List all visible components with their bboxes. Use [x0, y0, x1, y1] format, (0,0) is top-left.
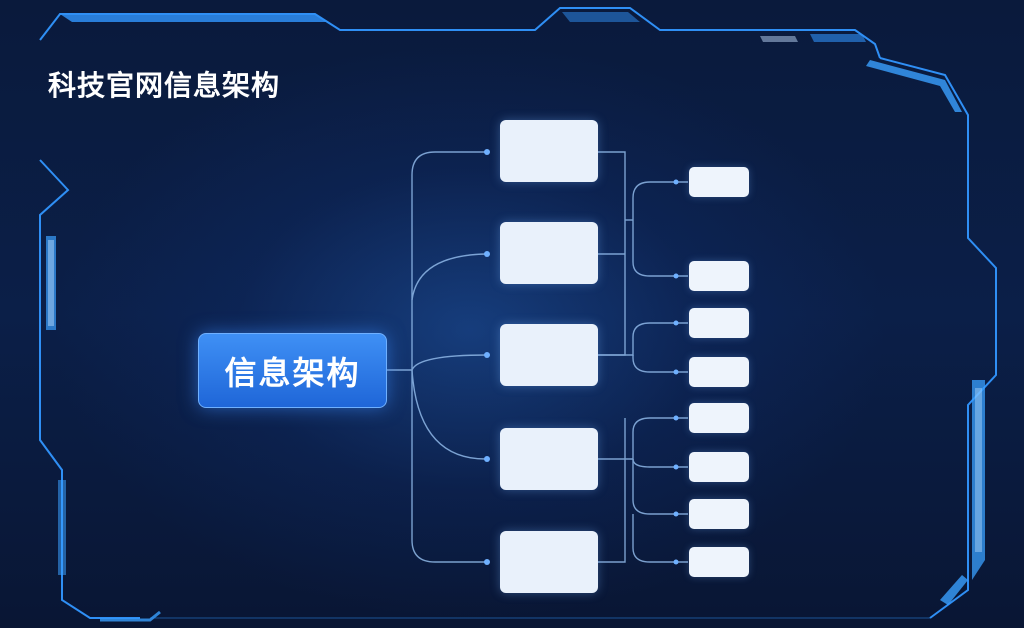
root-node: 信息架构 — [198, 333, 387, 408]
connector-l1-l2-c — [632, 181, 688, 220]
connector-dot — [484, 352, 490, 358]
connector-dot — [484, 456, 490, 462]
connector-dot — [484, 251, 490, 257]
connector-l1-l2-l — [632, 514, 688, 563]
level2-node — [689, 167, 749, 197]
connector-root-l1-4 — [411, 369, 488, 460]
connector-dot — [673, 320, 679, 326]
level1-node — [500, 120, 598, 182]
level1-node — [500, 531, 598, 593]
level2-node — [689, 499, 749, 529]
connector-dot — [673, 369, 679, 375]
connector-dot — [673, 511, 679, 517]
connector-dot — [673, 273, 679, 279]
connector-dot — [673, 559, 679, 565]
connector-l1-l2-h — [598, 417, 688, 460]
level1-node — [500, 428, 598, 490]
connector-l1-l2-j — [598, 418, 626, 563]
connector-dot — [484, 149, 490, 155]
connector-dot — [673, 415, 679, 421]
connector-l1-l2-k — [632, 459, 688, 515]
connector-l1-l2-i — [632, 458, 688, 468]
connector-root-l1-3 — [411, 354, 488, 371]
connector-l1-l2-g — [632, 355, 688, 373]
connector-trunk — [411, 151, 487, 370]
page-title: 科技官网信息架构 — [48, 69, 281, 102]
connector-dot — [484, 559, 490, 565]
connector-root-l1-2 — [411, 253, 488, 301]
connector-branch-low — [411, 370, 487, 563]
level1-node — [500, 222, 598, 284]
level2-node — [689, 357, 749, 387]
level2-node — [689, 261, 749, 291]
level1-node — [500, 324, 598, 386]
level2-node — [689, 452, 749, 482]
level2-node — [689, 403, 749, 433]
connector-l1-l2-f — [598, 322, 688, 356]
level2-node — [689, 547, 749, 577]
connector-dot — [673, 179, 679, 185]
connector-dot — [673, 464, 679, 470]
connector-l1-l2-d — [632, 220, 688, 277]
level2-node — [689, 308, 749, 338]
